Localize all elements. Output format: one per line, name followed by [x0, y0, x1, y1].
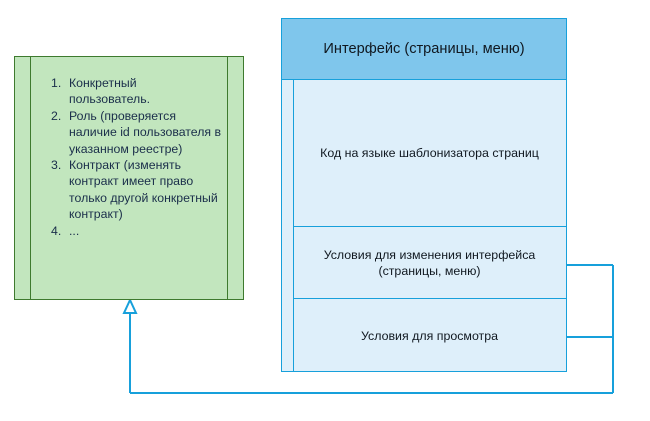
- access-rules-node[interactable]: 1. Конкретный пользователь. 2. Роль (про…: [14, 56, 244, 300]
- list-item-number: 4.: [51, 223, 62, 238]
- interface-node-inner-left-border: [293, 80, 294, 371]
- list-item-number: 2.: [51, 108, 62, 123]
- access-rules-list: 1. Конкретный пользователь. 2. Роль (про…: [51, 75, 221, 239]
- list-item: 2. Роль (проверяется наличие id пользова…: [51, 108, 221, 157]
- list-item-text: Контракт (изменять контракт имеет право …: [69, 158, 218, 222]
- interface-node-header: Интерфейс (страницы, меню): [281, 18, 567, 80]
- list-item-number: 3.: [51, 158, 62, 173]
- list-item-text: Конкретный пользователь.: [69, 76, 151, 107]
- interface-compartment-edit-conditions: Условия для изменения интерфейса (страни…: [293, 227, 566, 299]
- generalization-arrowhead-icon: [122, 297, 138, 314]
- list-item-text: ...: [69, 223, 80, 238]
- green-node-inner-left-border: [30, 57, 31, 299]
- list-item-text: Роль (проверяется наличие id пользовател…: [69, 108, 222, 156]
- green-node-inner-right-border: [227, 57, 228, 299]
- interface-compartment-template-code: Код на языке шаблонизатора страниц: [293, 80, 566, 227]
- list-item-number: 1.: [51, 76, 62, 90]
- interface-node[interactable]: Интерфейс (страницы, меню) Код на языке …: [281, 18, 567, 372]
- interface-node-body: Код на языке шаблонизатора страниц Услов…: [281, 80, 567, 372]
- list-item: 4. ...: [51, 223, 221, 239]
- list-item: 1. Конкретный пользователь.: [51, 75, 221, 108]
- list-item: 3. Контракт (изменять контракт имеет пра…: [51, 157, 221, 223]
- interface-compartment-view-conditions: Условия для просмотра: [360, 328, 499, 343]
